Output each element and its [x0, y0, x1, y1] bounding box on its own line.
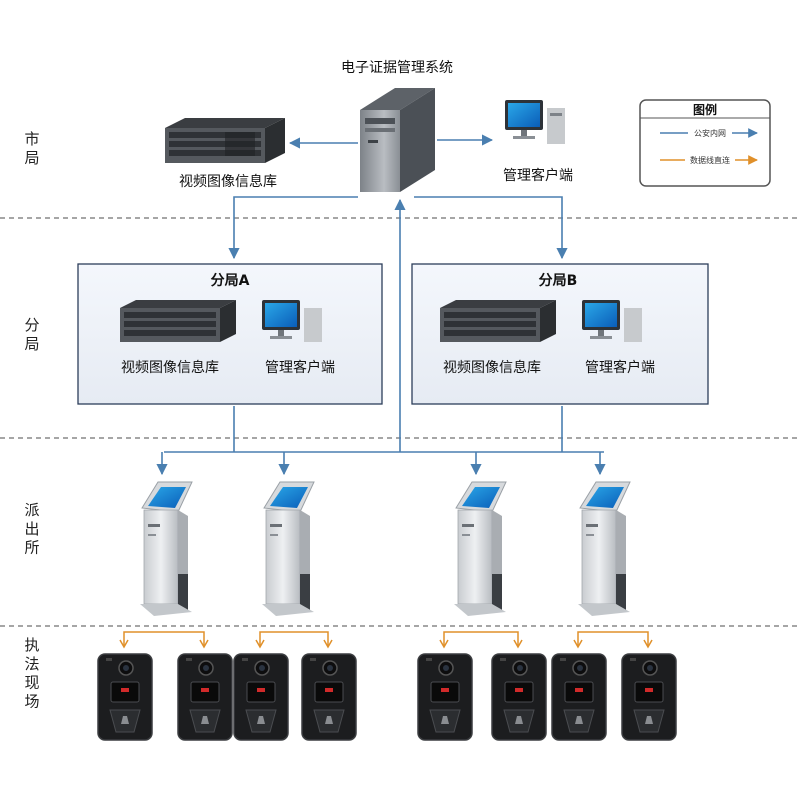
system-title: 电子证据管理系统 — [341, 60, 453, 76]
cable-station-4 — [577, 631, 649, 646]
legend-item-direct-cable: 数据线直连 — [660, 154, 758, 165]
legend: 图例 公安内网 数据线直连 — [639, 99, 771, 187]
link-server-to-branch-a — [228, 196, 358, 260]
kiosk-icon — [262, 481, 315, 616]
legend-label-intranet: 公安内网 — [694, 128, 726, 138]
kiosk-icon — [454, 481, 507, 616]
tier-label-city: 市局 — [24, 130, 39, 167]
branch-a-box: 分局A 视频图像信息库 管理客户端 — [77, 263, 383, 405]
branch-b-storage-label: 视频图像信息库 — [443, 359, 541, 376]
network-links — [156, 196, 606, 476]
branch-b-title: 分局B — [539, 273, 578, 289]
body-camera-icon — [551, 653, 607, 741]
tier-labels: 市局 分局 派出所 执法现场 — [24, 130, 39, 710]
link-server-to-branch-b — [414, 196, 568, 260]
body-camera-icon — [301, 653, 357, 741]
branch-b-client-label: 管理客户端 — [585, 359, 655, 376]
body-camera-icon — [621, 653, 677, 741]
body-camera-icon — [177, 653, 233, 741]
city-client-icon — [505, 100, 565, 144]
legend-item-intranet: 公安内网 — [660, 127, 758, 138]
tier-label-branch: 分局 — [24, 316, 39, 353]
city-storage-label: 视频图像信息库 — [179, 173, 277, 190]
cable-station-1 — [123, 631, 205, 646]
body-camera-icon — [417, 653, 473, 741]
city-links — [288, 134, 494, 149]
legend-label-direct-cable: 数据线直连 — [690, 155, 730, 165]
body-camera-icon — [233, 653, 289, 741]
branch-b-client-icon — [582, 300, 642, 342]
city-client-label: 管理客户端 — [503, 167, 573, 184]
tier-label-field: 执法现场 — [24, 636, 39, 710]
kiosk-icon — [140, 481, 193, 616]
branch-a-storage-label: 视频图像信息库 — [121, 359, 219, 376]
branch-a-storage-icon — [120, 300, 236, 342]
central-server-icon — [360, 88, 435, 192]
legend-title: 图例 — [693, 102, 717, 117]
body-camera-icon — [97, 653, 153, 741]
body-cameras — [97, 631, 677, 741]
body-camera-icon — [491, 653, 547, 741]
cable-station-3 — [443, 631, 519, 646]
direct-cable-links — [119, 631, 653, 649]
branch-a-client-icon — [262, 300, 322, 342]
station-kiosks — [140, 481, 631, 616]
cable-station-2 — [259, 631, 329, 646]
kiosk-icon — [578, 481, 631, 616]
branch-b-box: 分局B 视频图像信息库 管理客户端 — [411, 263, 709, 405]
branch-a-title: 分局A — [211, 273, 250, 289]
tier-label-station: 派出所 — [24, 501, 39, 557]
branch-a-client-label: 管理客户端 — [265, 359, 335, 376]
branch-b-storage-icon — [440, 300, 556, 342]
city-storage-icon — [165, 118, 285, 163]
